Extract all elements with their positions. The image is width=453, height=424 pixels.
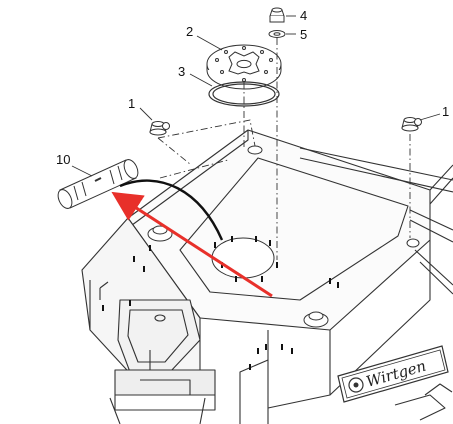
part-1-left-pin (149, 121, 170, 136)
mounting-bolts (102, 236, 339, 370)
part-4-cap (269, 7, 285, 23)
removal-arrow-black (119, 179, 224, 241)
callout-part-5: 5 (300, 27, 307, 42)
part-1-right-pin (401, 117, 422, 132)
callout-part-10: 10 (56, 152, 70, 167)
removal-arrow-red (111, 191, 273, 298)
part-10-roller (57, 159, 139, 209)
callout-part-1-right: 1 (442, 104, 449, 119)
part-2-disc (206, 44, 282, 90)
machine-frame (81, 129, 453, 424)
callout-part-2: 2 (186, 24, 193, 39)
part-5-washer (268, 30, 286, 38)
assembly-centerlines (157, 38, 411, 260)
callout-leaders (71, 15, 441, 177)
frame-fittings (147, 145, 420, 328)
callout-part-1-left: 1 (128, 96, 135, 111)
callout-part-4: 4 (300, 8, 307, 23)
callout-part-3: 3 (178, 64, 185, 79)
wirtgen-logo-icon: Wirtgen (337, 345, 449, 403)
